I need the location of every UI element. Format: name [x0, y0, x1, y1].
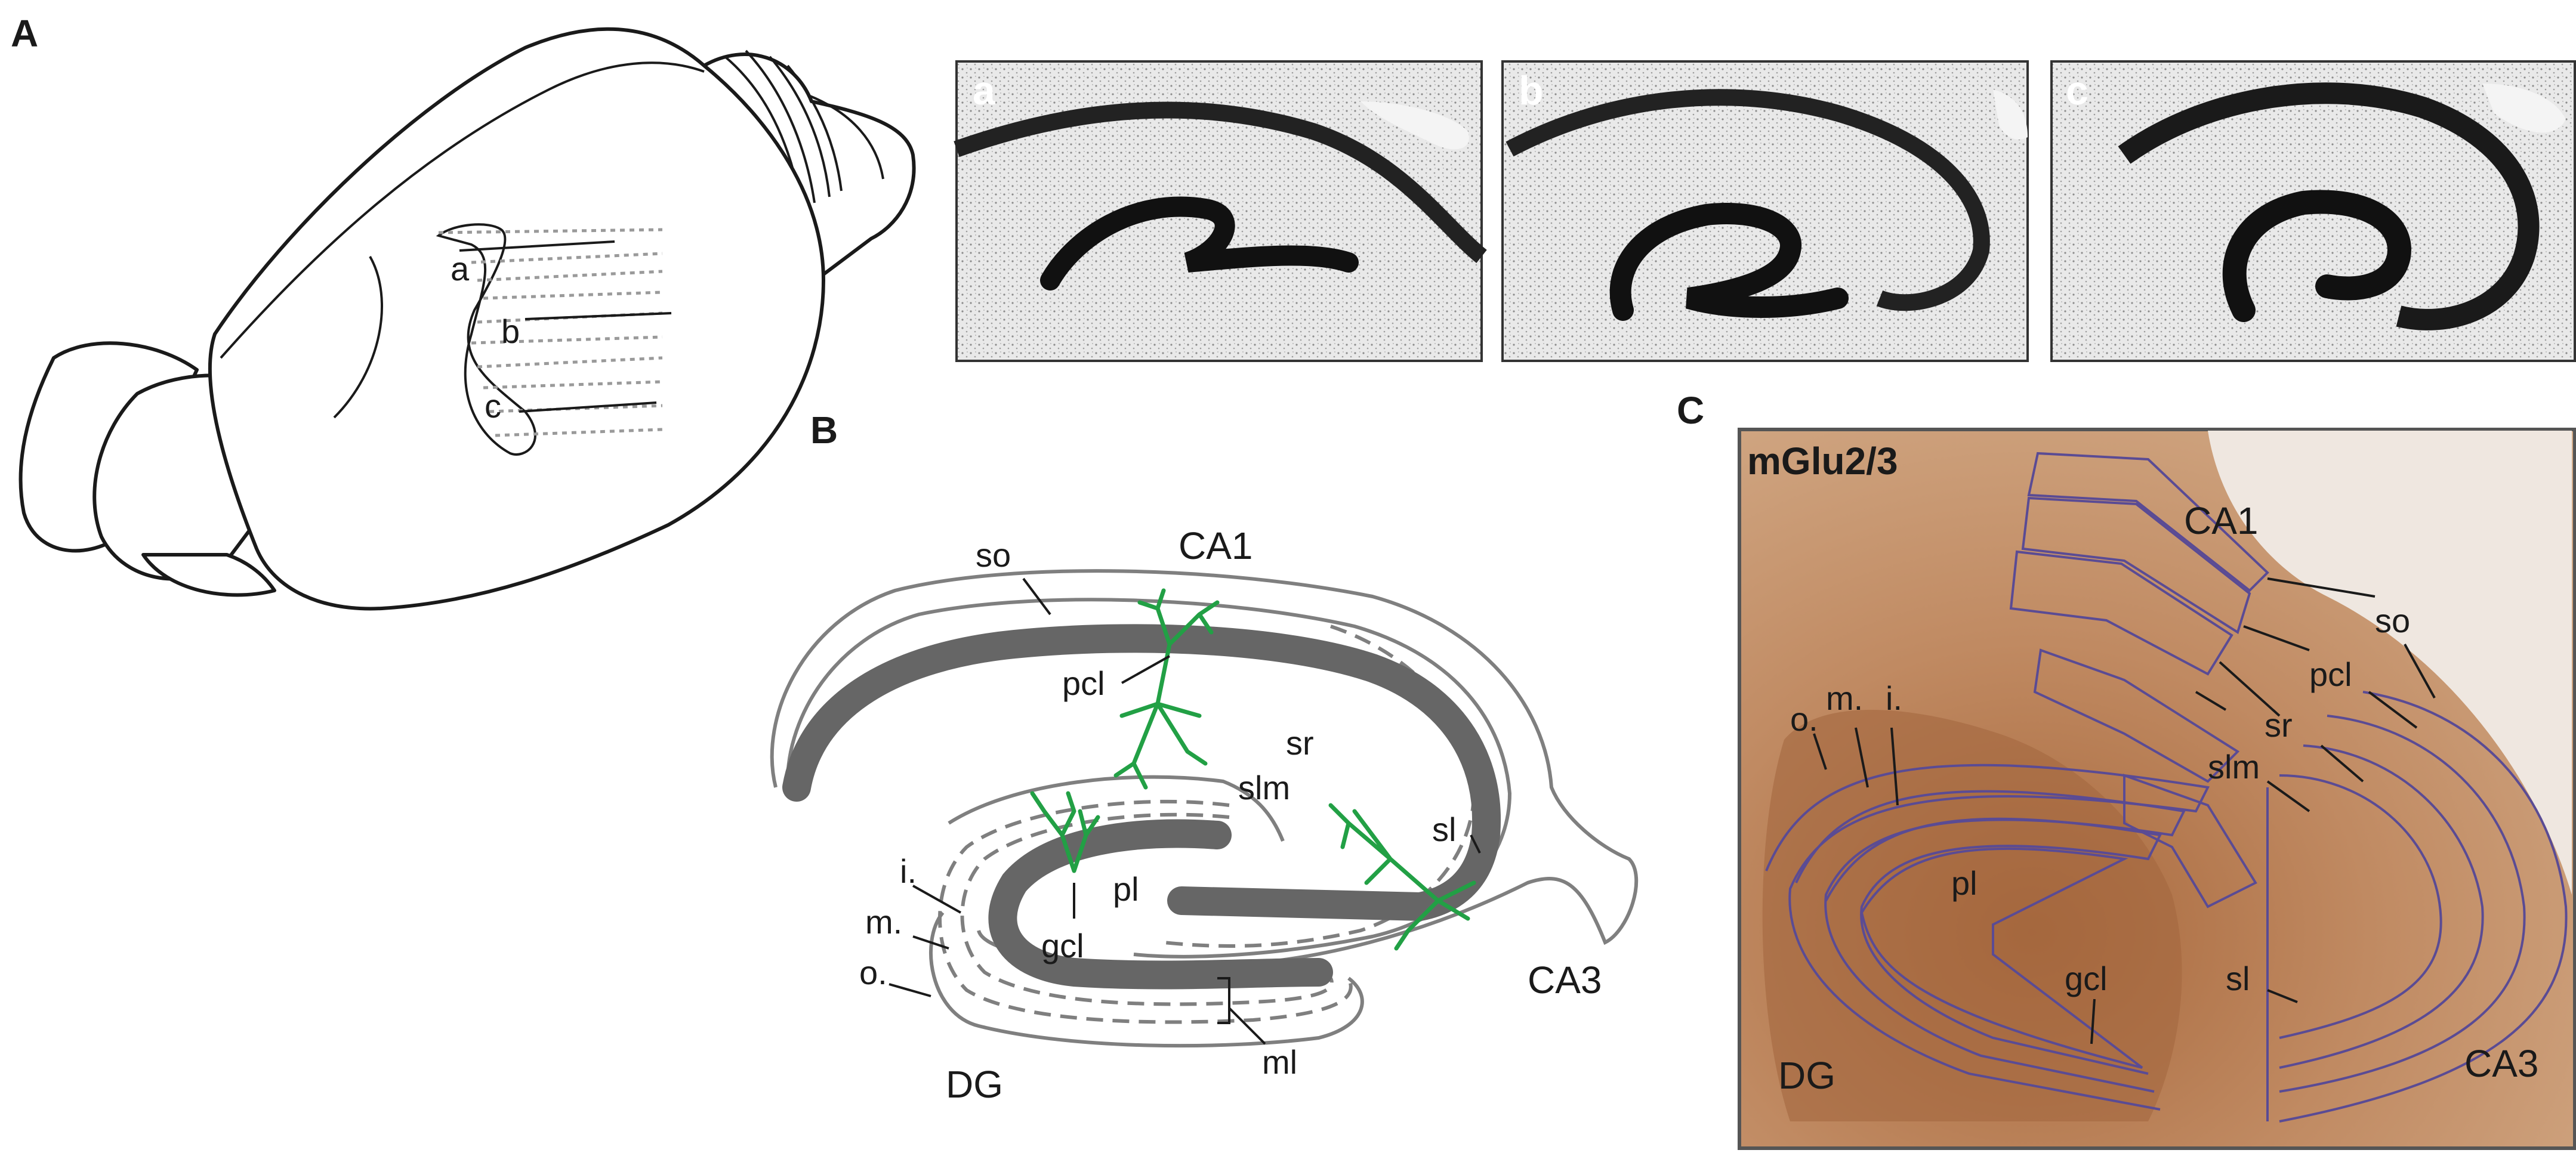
i-tick	[912, 885, 961, 914]
c-label-i: i.	[1886, 679, 1902, 717]
dg-outer-outline	[929, 911, 1364, 1048]
label-sr: sr	[1286, 724, 1314, 762]
c-label-slm: slm	[2208, 748, 2260, 786]
stain-title: mGlu2/3	[1747, 440, 1898, 483]
ca-inner-outline	[786, 598, 1512, 959]
pcl-tick	[1121, 655, 1170, 684]
ca1-neuron	[1113, 588, 1220, 790]
panel-c-letter: C	[1677, 389, 1704, 432]
o-tick	[889, 983, 931, 997]
cut-line-b	[525, 312, 672, 320]
ca3-neuron	[1328, 803, 1476, 951]
dg-molecular-border	[938, 799, 1353, 1024]
label-o: o.	[859, 954, 887, 991]
ml-bracket	[1217, 977, 1266, 1045]
c-label-so: so	[2375, 602, 2410, 639]
panel-b: B	[770, 409, 1639, 1106]
label-so: so	[976, 536, 1011, 574]
c-label-o: o.	[1790, 700, 1818, 738]
pyramidal-cell-layer	[782, 624, 1501, 922]
c-label-sl: sl	[2226, 960, 2250, 997]
c-label-pcl: pcl	[2309, 656, 2352, 693]
section-photo-a: a	[954, 60, 1487, 362]
photo-label-b: b	[1519, 68, 1544, 113]
sl-tick	[1470, 834, 1481, 854]
panel-b-letter: B	[810, 409, 838, 452]
cut-line-c	[519, 401, 657, 413]
panel-c-ticks	[1813, 577, 2436, 1044]
panel-a: A	[11, 12, 2576, 611]
mglu-stained-section: mGlu2/3 CA1 so pcl sr slm o. m. i. pl gc…	[1738, 428, 2576, 1150]
roi-outlines	[1765, 452, 2568, 1123]
hemisphere-fissure	[220, 61, 705, 359]
c-label-gcl: gcl	[2065, 960, 2108, 997]
label-ca1: CA1	[1179, 524, 1253, 567]
photo-label-c: c	[2066, 68, 2088, 113]
rat-brain-drawing: a b c	[18, 27, 916, 611]
label-i: i.	[900, 852, 917, 890]
cerebellum-folia	[724, 50, 884, 203]
granule-cell-layer	[988, 819, 1333, 990]
hilus-line	[948, 775, 1285, 842]
c-label-pl: pl	[1951, 864, 1977, 902]
panel-c: C	[1677, 389, 2576, 1150]
cut-label-a: a	[451, 250, 470, 288]
ventral-lobe	[141, 553, 276, 597]
granule-neuron	[1030, 791, 1100, 873]
c-label-sr: sr	[2265, 706, 2293, 744]
label-ca3: CA3	[1528, 959, 1602, 1001]
cut-line-a	[459, 240, 615, 252]
frontal-fissure	[333, 256, 383, 419]
cut-label-c: c	[485, 387, 501, 425]
label-m: m.	[865, 903, 902, 941]
label-sl: sl	[1432, 811, 1456, 848]
label-gcl: gcl	[1041, 927, 1084, 965]
c-label-m: m.	[1826, 679, 1863, 717]
m-tick	[912, 935, 949, 950]
c-label-ca1: CA1	[2184, 499, 2259, 542]
hippocampus-outline	[436, 223, 536, 456]
section-photo-b: b	[1501, 60, 2029, 362]
so-tick	[1022, 577, 1051, 616]
label-ml: ml	[1262, 1043, 1297, 1081]
photo-label-a: a	[973, 68, 996, 113]
label-slm: slm	[1238, 769, 1290, 806]
label-dg: DG	[946, 1063, 1003, 1106]
panel-a-letter: A	[11, 12, 38, 55]
c-label-dg: DG	[1778, 1054, 1835, 1097]
c-label-ca3: CA3	[2464, 1042, 2539, 1085]
cut-label-b: b	[501, 313, 520, 350]
hippocampus-schematic: so CA1 pcl sr slm sl pl gcl i. m. o. CA3…	[770, 524, 1639, 1106]
section-photo-c: c	[2050, 60, 2576, 362]
label-pl: pl	[1113, 870, 1139, 908]
label-pcl: pcl	[1062, 664, 1105, 702]
